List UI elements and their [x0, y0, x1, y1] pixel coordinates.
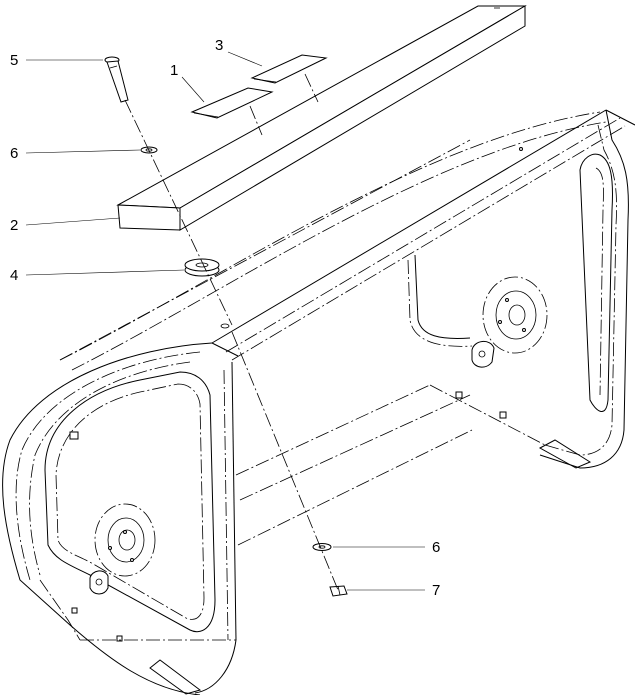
callout-2: 2 — [10, 217, 18, 234]
label-decal-3 — [250, 54, 328, 84]
callout-4: 4 — [10, 267, 18, 284]
callout-6-lower: 6 — [432, 539, 440, 556]
skid-bar — [116, 5, 527, 231]
callout-3: 3 — [215, 37, 223, 54]
auger-housing-frame — [2, 109, 635, 695]
leader-lines — [25, 51, 425, 591]
nut — [329, 585, 348, 597]
washer-lower — [312, 543, 332, 551]
carriage-bolt — [104, 56, 129, 103]
callout-5: 5 — [10, 52, 18, 69]
spacer — [184, 258, 220, 277]
callout-7: 7 — [432, 582, 440, 599]
callout-1: 1 — [170, 62, 178, 79]
label-decal-1 — [190, 87, 274, 119]
callout-6-upper: 6 — [10, 145, 18, 162]
